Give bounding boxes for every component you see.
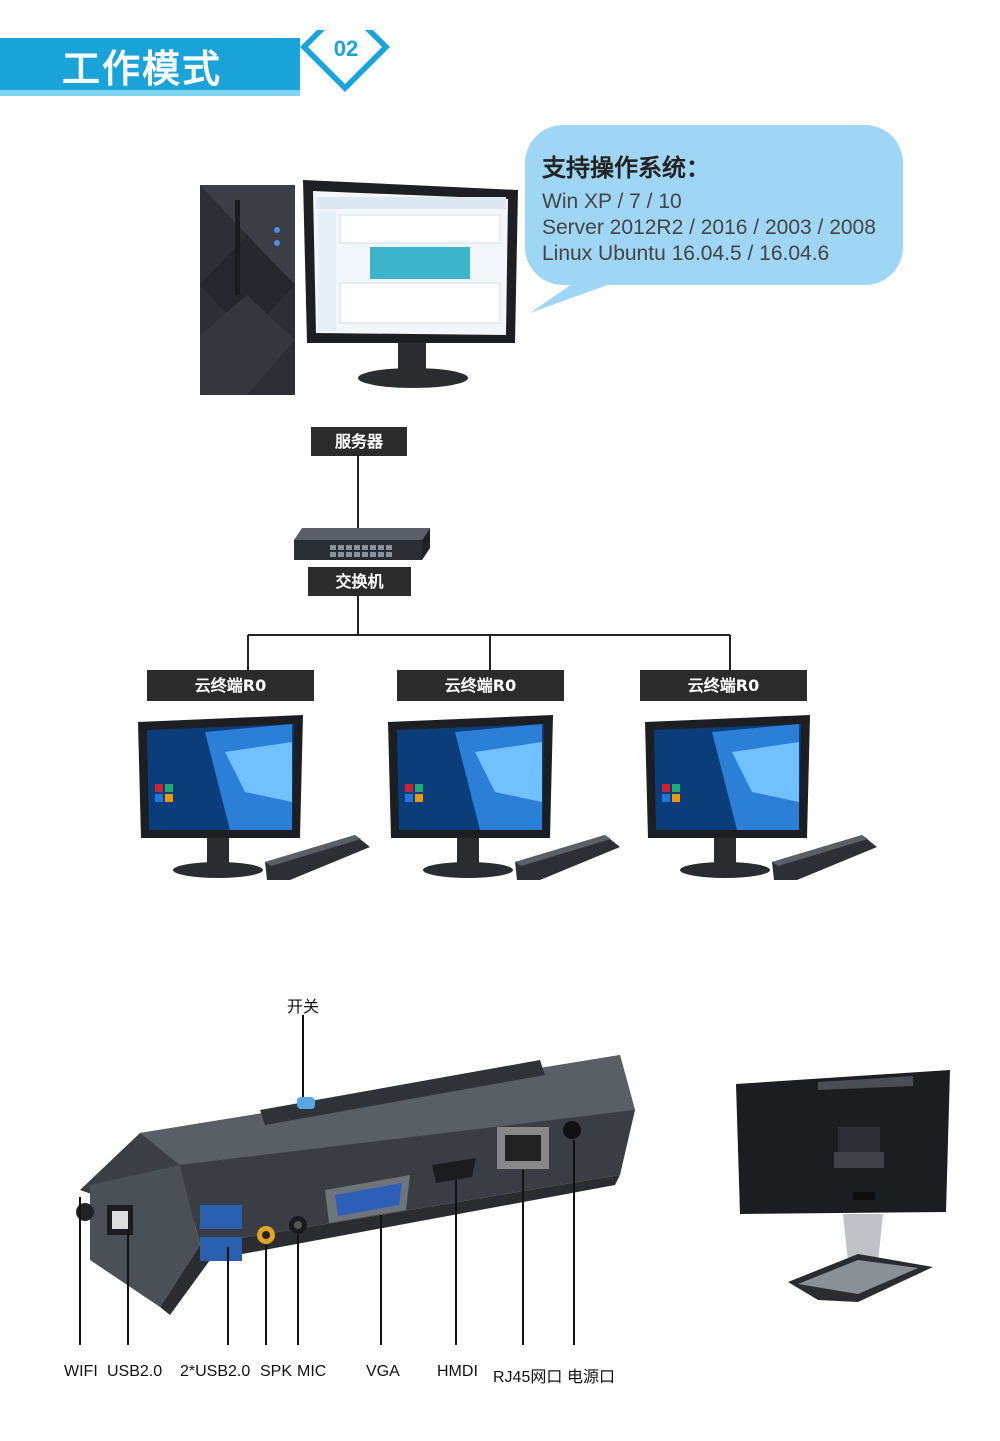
- os-line-server: Server 2012R2 / 2016 / 2003 / 2008: [542, 216, 876, 239]
- port-label-hdmi: HMDI: [437, 1363, 478, 1380]
- power-switch-button: [297, 1097, 315, 1109]
- server-computer-illustration: [200, 180, 518, 395]
- terminal-station-image-2: [388, 715, 620, 880]
- network-connection-lines: [247, 455, 731, 670]
- section-title: 工作模式: [62, 47, 223, 91]
- terminal-label-1: 云终端R0: [147, 670, 314, 701]
- server-monitor-image: [303, 180, 518, 388]
- terminal-station-image-1: [138, 715, 370, 880]
- server-label: 服务器: [311, 427, 407, 456]
- monitor-mount-image: [736, 1070, 950, 1302]
- os-support-title: 支持操作系统：: [542, 154, 710, 182]
- switch-label: 交换机: [308, 567, 411, 596]
- port-label-2usb: 2*USB2.0: [180, 1363, 251, 1380]
- port-label-wifi: WIFI: [64, 1363, 98, 1380]
- port-label-spk: SPK: [260, 1363, 293, 1380]
- port-label-usb: USB2.0: [107, 1363, 163, 1380]
- device-port-diagram: [76, 1015, 635, 1345]
- port-label-rj45: RJ45网口: [493, 1369, 563, 1386]
- os-support-bubble: [525, 125, 903, 313]
- port-label-vga: VGA: [366, 1363, 400, 1380]
- terminal-label-3: 云终端R0: [640, 670, 807, 701]
- port-label-power: 电源口: [567, 1369, 616, 1386]
- terminal-station-image-3: [645, 715, 877, 880]
- pc-tower-image: [200, 185, 295, 395]
- section-number-badge: 02: [333, 36, 359, 61]
- network-switch-image: [294, 528, 430, 560]
- power-switch-label: 开关: [287, 997, 320, 1016]
- os-line-windows: Win XP / 7 / 10: [542, 190, 682, 213]
- port-label-mic: MIC: [297, 1363, 327, 1380]
- section-banner: [0, 30, 390, 96]
- terminal-label-2: 云终端R0: [397, 670, 564, 701]
- os-line-linux: Linux Ubuntu 16.04.5 / 16.04.6: [542, 242, 830, 265]
